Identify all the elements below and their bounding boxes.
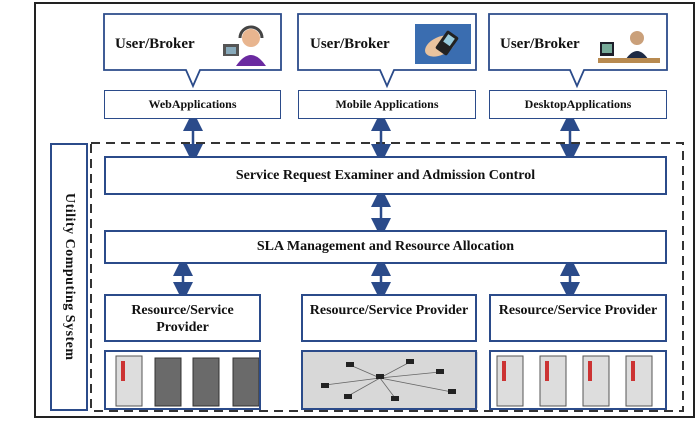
sla-management-bar: SLA Management and Resource Allocation [104,230,667,264]
provider-box-1: Resource/Service Provider [104,294,261,342]
provider-box-2: Resource/Service Provider [301,294,477,342]
network-nodes-icon [302,352,478,408]
system-label: Utility Computing System [62,193,77,361]
desktop-user-icon [598,31,660,63]
broker-label-2: User/Broker [310,36,390,52]
mobile-phone-icon [415,24,471,64]
provider-image-frame-2 [301,350,477,410]
provider-box-3: Resource/Service Provider [489,294,667,342]
provider-image-frame-3 [489,350,667,410]
blade-servers-icon [496,355,653,407]
headset-user-icon [223,25,266,66]
broker-label-1: User/Broker [115,36,195,52]
system-boundary [90,142,684,412]
admission-control-bar: Service Request Examiner and Admission C… [104,156,667,195]
broker-bubble-1 [103,13,282,89]
system-label-box [50,143,88,411]
outer-frame [34,2,695,418]
desktop-applications-box: DesktopApplications [489,90,667,119]
provider-image-frame-1 [104,350,261,410]
web-applications-box: WebApplications [104,90,281,119]
server-racks-icon [115,355,260,407]
mobile-applications-box: Mobile Applications [298,90,476,119]
broker-label-3: User/Broker [500,36,580,52]
broker-bubble-3 [488,13,668,89]
